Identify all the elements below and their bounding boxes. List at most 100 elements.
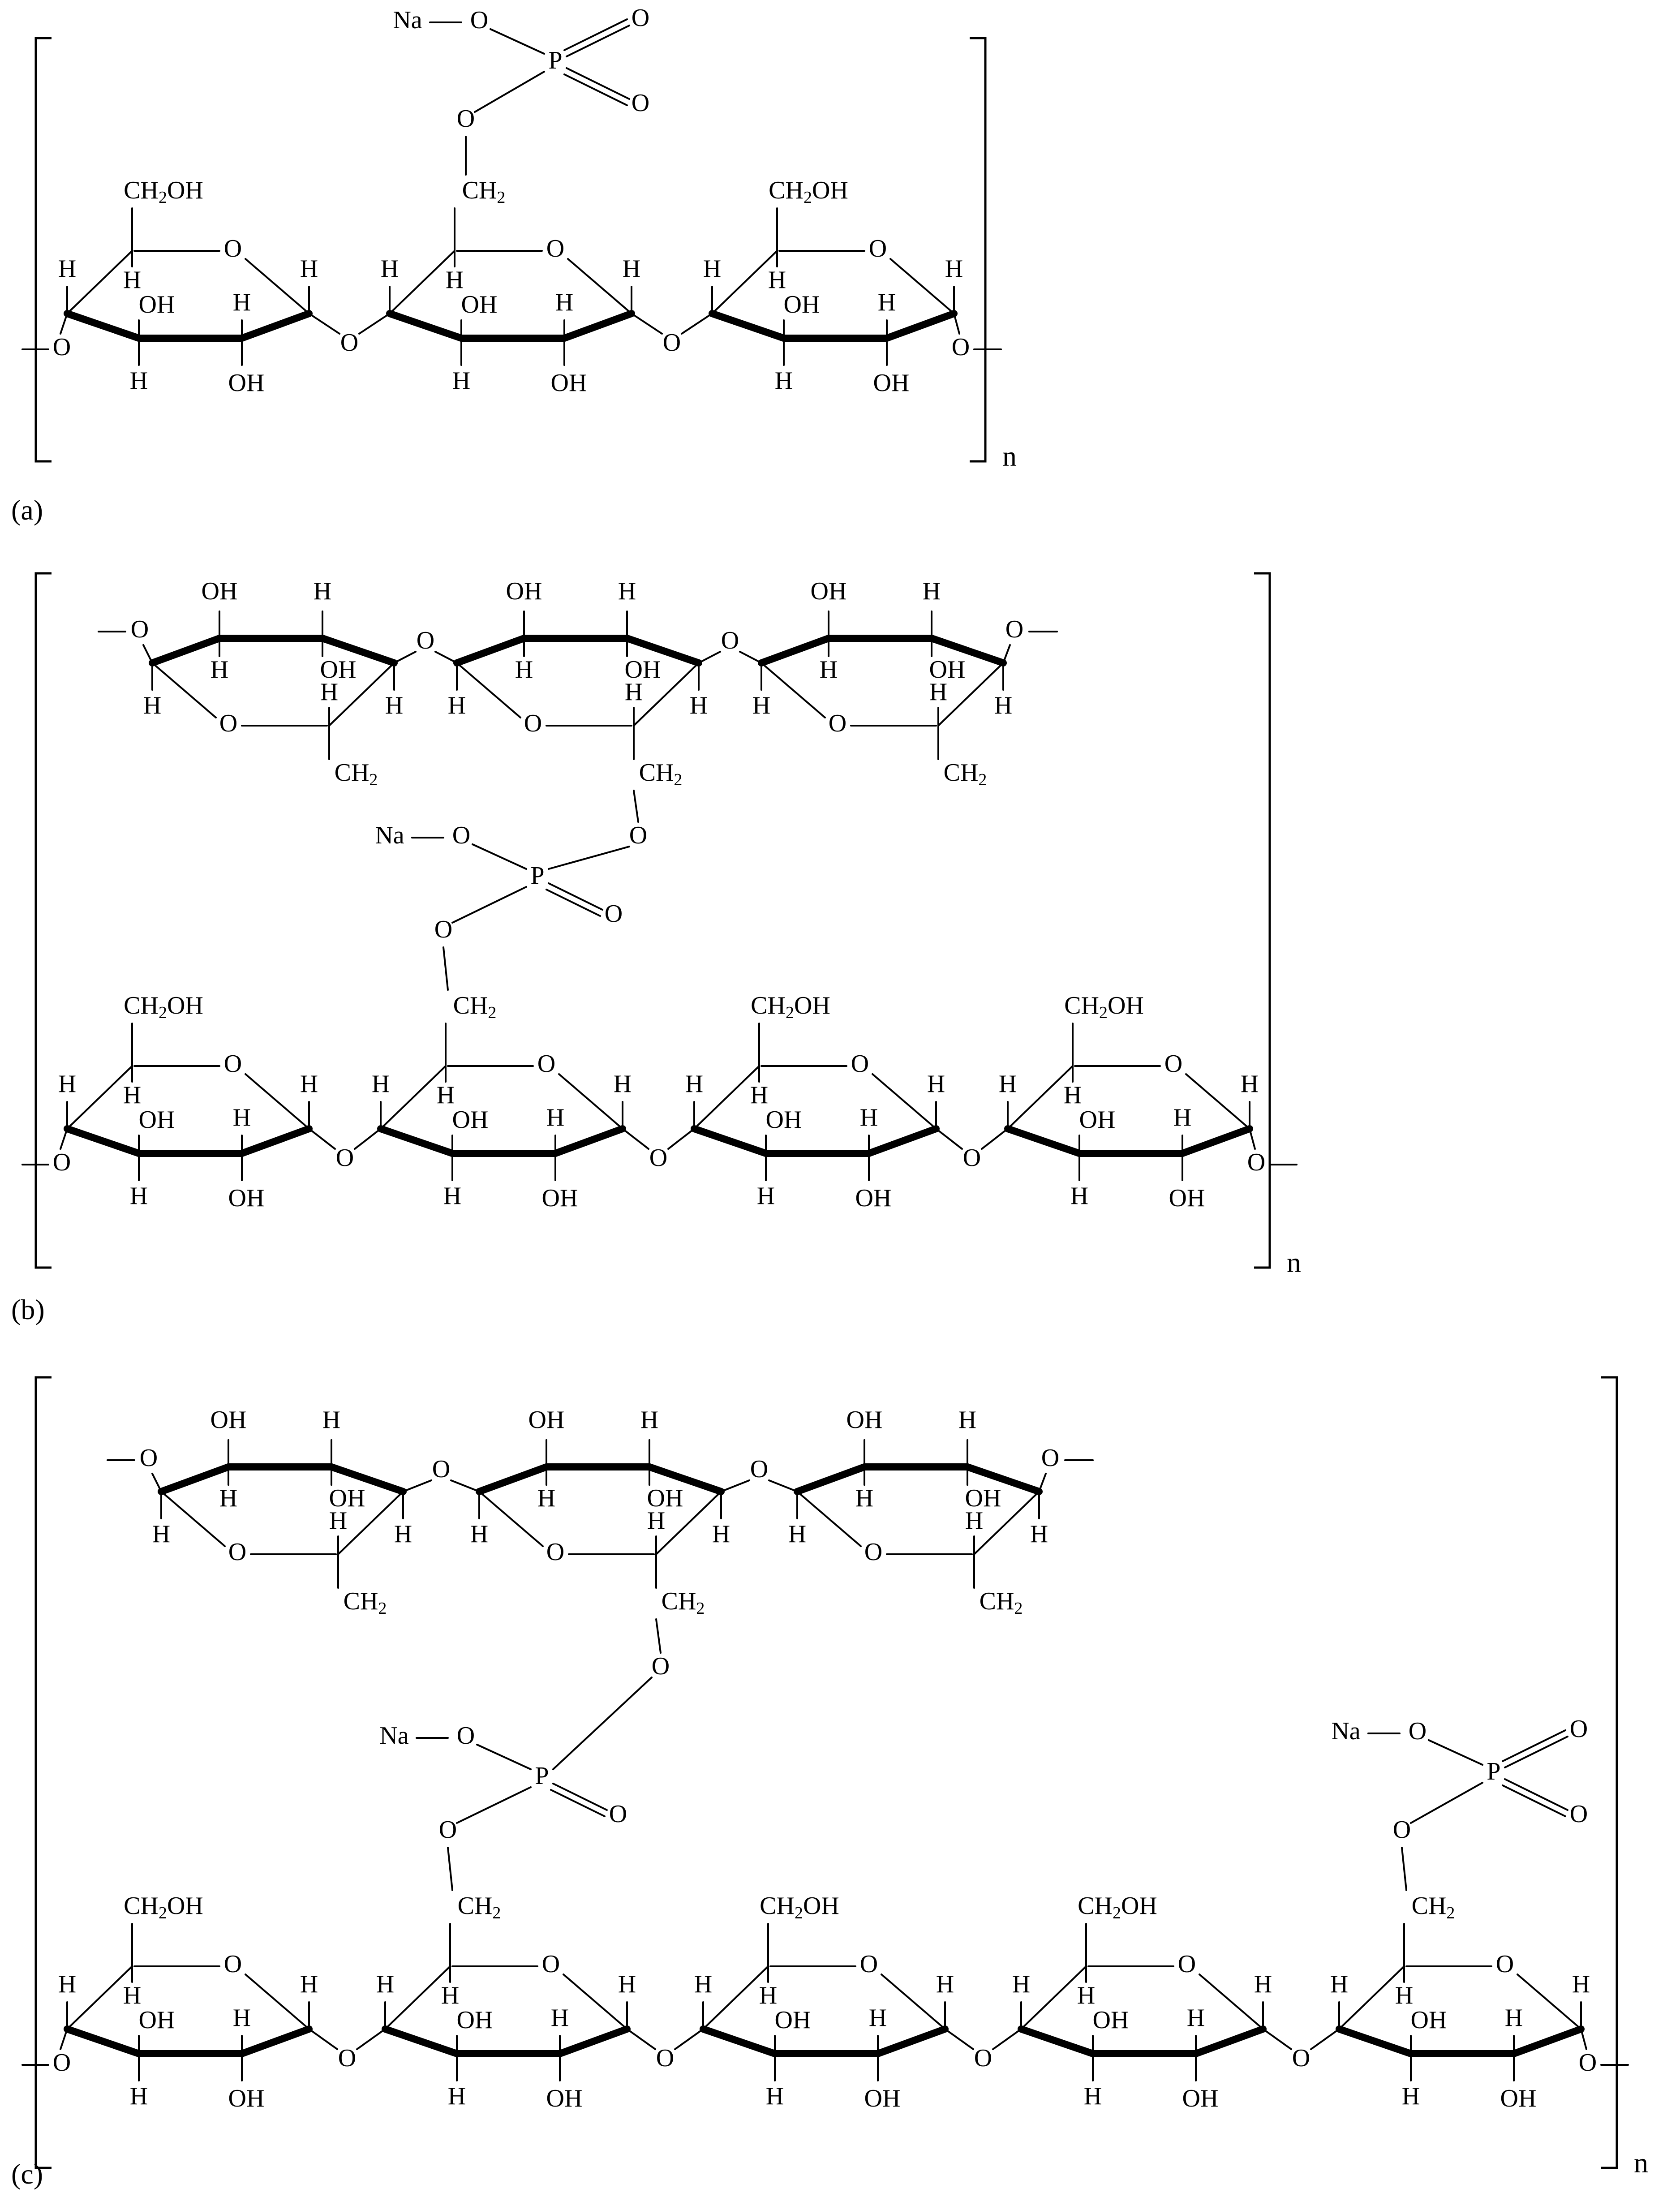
methylene-label: CH2 (639, 759, 683, 789)
hydrogen-label: H (929, 678, 947, 706)
p-o-bond (476, 1744, 532, 1770)
glycosidic-bond (393, 651, 417, 664)
ring-bond (633, 662, 700, 727)
glycosidic-bond (631, 313, 663, 335)
terminal-bond (1038, 1473, 1047, 1492)
ring-bond (66, 1965, 133, 2030)
hydroxyl-label: OH (855, 1184, 892, 1212)
hydroxyl-label: OH (329, 1484, 365, 1512)
glycosidic-bond (981, 1128, 1009, 1150)
ring-bond (1007, 1065, 1074, 1130)
terminal-oxygen: O (140, 1444, 158, 1472)
hydroxyl-label: OH (1169, 1184, 1205, 1212)
hydrogen-label: H (712, 1520, 730, 1548)
methylene-label: CH2 (458, 1892, 501, 1922)
hydroxymethyl-tail: OH (803, 1892, 839, 1920)
terminal-oxygen: O (53, 2049, 71, 2077)
repeat-bracket-right (1601, 1376, 1618, 2169)
subscript-two: 2 (795, 1904, 803, 1922)
ring-bond-front (1179, 1125, 1253, 1157)
hydroxymethyl-text: CH (1064, 992, 1099, 1019)
methylene-text: CH (662, 1587, 696, 1615)
hydrogen-label: H (860, 1104, 878, 1131)
subscript-two: 2 (1014, 1599, 1023, 1618)
ester-oxygen: O (434, 916, 452, 943)
c-o-bond (1401, 1847, 1407, 1891)
methylene-text: CH (944, 759, 979, 787)
hydroxymethyl-label: CH2OH (760, 1892, 839, 1922)
terminal-bond (60, 2028, 68, 2050)
methylene-text: CH (980, 1587, 1014, 1615)
ring-oxygen: O (546, 235, 564, 262)
p-o-bond (474, 71, 545, 113)
ring-bond-front (964, 1463, 1043, 1495)
ring-bond (558, 1073, 623, 1130)
terminal-oxygen: O (53, 1148, 71, 1176)
hydroxymethyl-tail: OH (167, 176, 203, 204)
hydrogen-label: H (640, 1406, 658, 1434)
terminal-oxygen: O (952, 333, 970, 361)
hydrogen-label: H (58, 1970, 76, 1998)
ring-bond-front (64, 1125, 142, 1157)
glycosidic-bond (739, 651, 762, 664)
hydrogen-label: H (999, 1070, 1017, 1098)
ring-bond (655, 1491, 722, 1555)
hydroxymethyl-tail: OH (794, 992, 830, 1019)
c-o-bond (655, 1618, 662, 1654)
glycosidic-oxygen: O (750, 1455, 768, 1483)
ring-bond (380, 1065, 447, 1130)
hydrogen-label: H (1084, 2082, 1102, 2110)
hydroxymethyl-text: CH (1078, 1892, 1113, 1920)
ring-oxygen: O (829, 709, 846, 737)
hydroxymethyl-label: CH2OH (124, 992, 203, 1022)
hydroxyl-label: OH (139, 2006, 175, 2034)
methylene-text: CH (453, 992, 488, 1019)
ring-bond (693, 1065, 760, 1130)
repeat-subscript: n (1287, 1247, 1301, 1278)
hydrogen-label: H (878, 288, 896, 316)
hydrogen-label: H (618, 577, 636, 605)
hydrogen-label: H (1064, 1081, 1082, 1109)
hydroxymethyl-label: CH2OH (1064, 992, 1144, 1022)
glycosidic-bond (622, 1128, 649, 1150)
hydroxyl-label: OH (846, 1406, 883, 1434)
hydroxyl-label: OH (864, 2085, 901, 2112)
hydrogen-label: H (233, 1104, 251, 1131)
hydrogen-label: H (750, 1081, 768, 1109)
ring-bond-front (865, 1125, 940, 1157)
ring-bond (567, 258, 632, 314)
glycosidic-oxygen: O (340, 329, 358, 357)
glycosidic-bond (358, 313, 391, 335)
glycosidic-bond (354, 1128, 382, 1150)
hydrogen-label: H (372, 1070, 390, 1098)
hydroxyl-label: OH (647, 1484, 683, 1512)
glycosidic-oxygen: O (656, 2044, 674, 2072)
methylene-label: CH2 (344, 1587, 387, 1618)
hydroxyl-label: OH (228, 369, 265, 397)
ring-oxygen: O (542, 1950, 560, 1978)
c-o-bond (443, 946, 449, 991)
hydrogen-label: H (625, 678, 643, 706)
glycosidic-bond (935, 1128, 963, 1150)
p-o-bond (490, 28, 545, 55)
ring-oxygen: O (1496, 1950, 1514, 1978)
oxo-oxygen: O (1570, 1800, 1588, 1828)
p-o-bond (548, 846, 630, 870)
glycosidic-bond (434, 651, 458, 664)
hydrogen-label: H (614, 1070, 632, 1098)
subscript-two: 2 (786, 1003, 794, 1022)
hydroxyl-label: OH (1500, 2085, 1537, 2112)
terminal-bond (142, 644, 153, 664)
hydrogen-label: H (965, 1507, 983, 1535)
repeat-bracket-left (34, 1376, 52, 2169)
hydroxyl-label: OH (1093, 2006, 1129, 2034)
p-double-bond (1504, 1778, 1568, 1811)
ring-bond (384, 1965, 451, 2030)
hydrogen-label: H (58, 255, 76, 283)
ring-bond-front (64, 310, 142, 342)
ring-bond (937, 662, 1004, 727)
hydrogen-label: H (752, 692, 770, 719)
hydrogen-label: H (694, 1970, 712, 1998)
p-double-bond (548, 882, 603, 911)
